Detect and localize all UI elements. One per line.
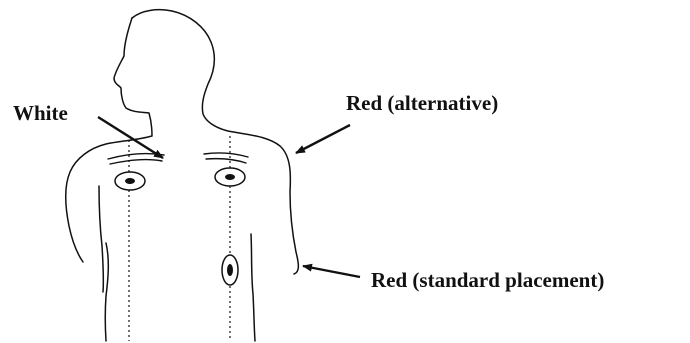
arrow-red-standard: [303, 266, 360, 277]
electrode-red-alternative: [215, 168, 245, 186]
electrode-white: [115, 172, 145, 190]
clavicle-marks: [108, 153, 248, 164]
reference-lines: [129, 136, 230, 341]
body-silhouette: [66, 10, 299, 341]
label-red-alternative: Red (alternative): [346, 93, 498, 114]
arrow-white: [98, 117, 163, 158]
label-red-standard: Red (standard placement): [371, 270, 604, 291]
label-white: White: [13, 103, 68, 124]
electrode-red-standard: [222, 255, 238, 285]
arrow-red-alternative: [296, 125, 350, 153]
